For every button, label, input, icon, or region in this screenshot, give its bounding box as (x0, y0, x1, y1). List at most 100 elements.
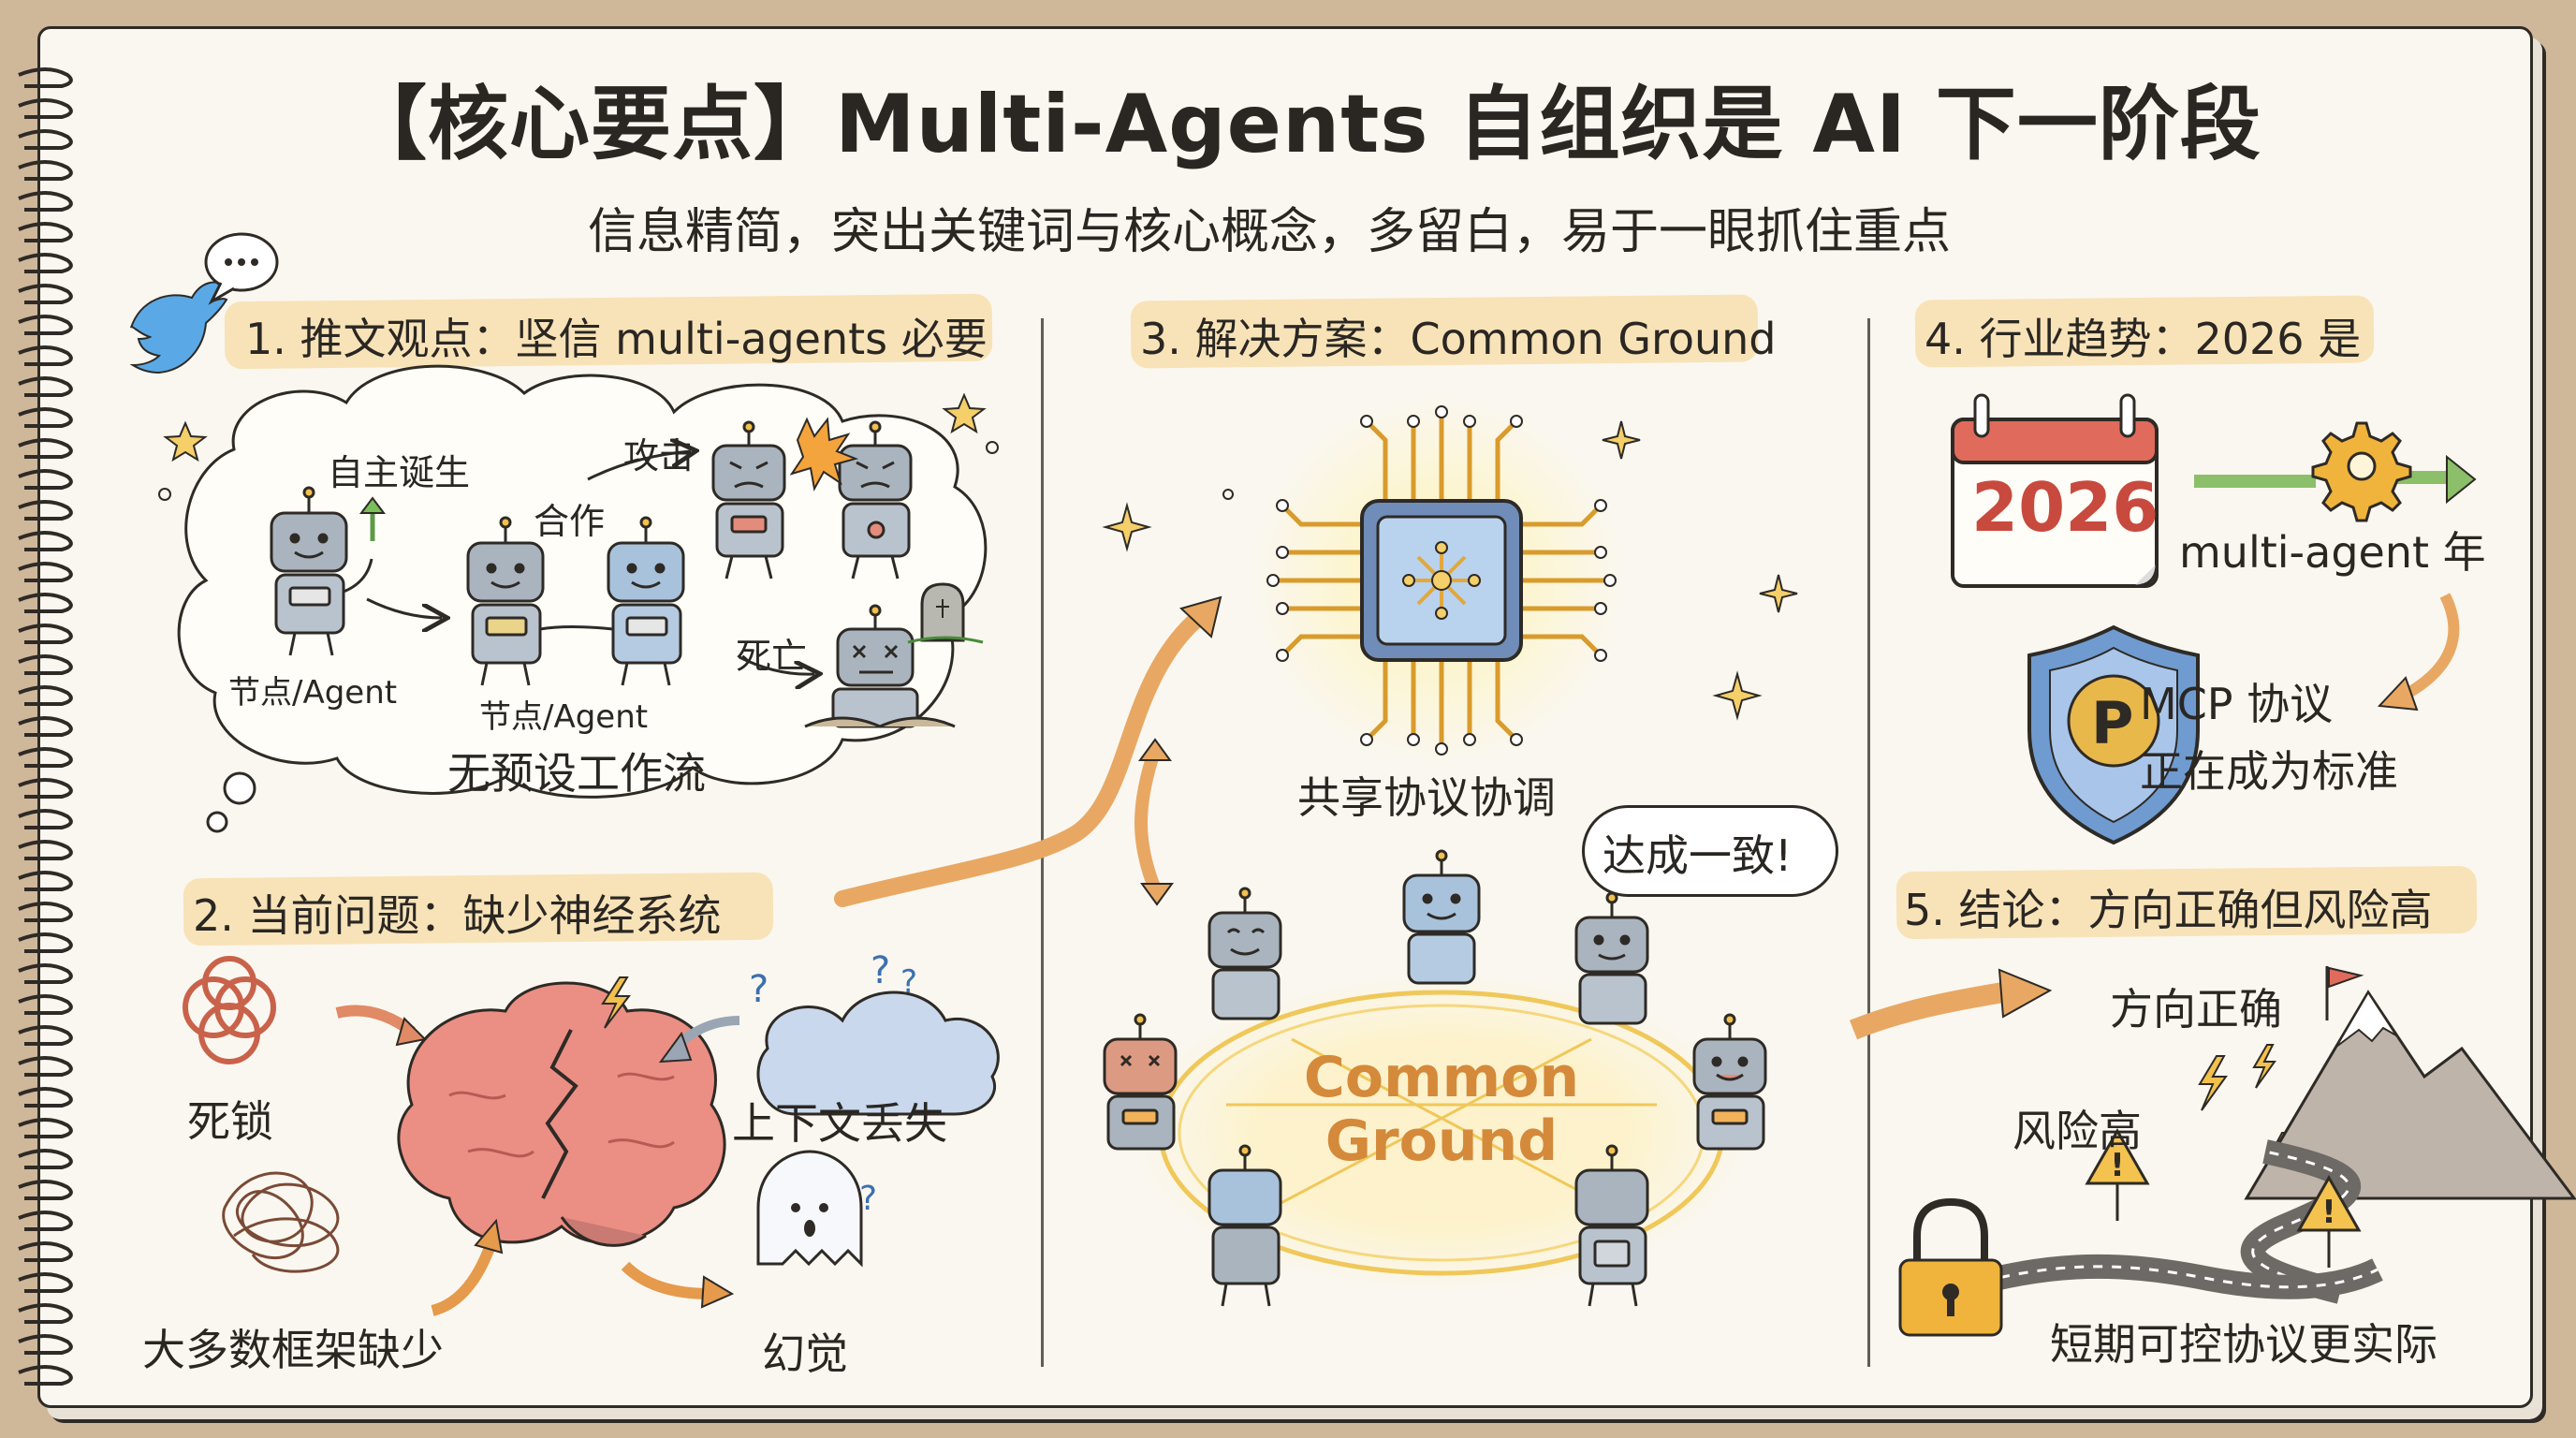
binding-ring (18, 1025, 73, 1046)
binding-ring (18, 1087, 73, 1108)
knot-icon (183, 956, 276, 1064)
binding-ring (18, 160, 73, 181)
binding-ring (18, 222, 73, 242)
binding-ring (18, 345, 73, 366)
label-short-term-protocol: 短期可控协议更实际 (2050, 1319, 2437, 1370)
section-1-heading: 1. 推文观点：坚信 multi-agents 必要 (245, 314, 988, 364)
column-divider-right (1867, 318, 1870, 1367)
binding-ring (18, 1303, 73, 1324)
binding-ring (18, 809, 73, 829)
robot-icon (1103, 849, 1767, 1307)
binding-ring (18, 778, 73, 799)
binding-ring (18, 747, 73, 768)
spiral-binding (18, 67, 73, 1386)
binding-ring (18, 1056, 73, 1077)
consensus-bubble (1582, 805, 1838, 897)
binding-ring (18, 531, 73, 551)
label-no-preset-workflow: 无预设工作流 (447, 748, 706, 799)
robot-icon (270, 420, 956, 728)
label-hallucination: 幻觉 (762, 1328, 848, 1379)
binding-ring (18, 994, 73, 1015)
binding-ring (18, 1241, 73, 1262)
binding-ring (18, 963, 73, 984)
binding-ring (18, 98, 73, 119)
ghost-icon (756, 1150, 863, 1268)
label-mcp-protocol: MCP 协议 (2140, 679, 2334, 729)
label-ground: Ground (1325, 1108, 1559, 1174)
binding-ring (18, 376, 73, 397)
mountain-icon (1924, 990, 2576, 1310)
binding-ring (18, 191, 73, 212)
shield-letter: P (2091, 689, 2134, 757)
page-title: 【核心要点】Multi-Agents 自组织是 AI 下一阶段 (346, 78, 2261, 171)
binding-ring (18, 1180, 73, 1200)
binding-ring (18, 67, 73, 88)
binding-ring (18, 716, 73, 737)
label-cooperate: 合作 (534, 501, 606, 542)
svg-text:!: ! (2321, 1194, 2336, 1231)
binding-ring (18, 685, 73, 706)
binding-ring (18, 253, 73, 273)
gravestone-icon (907, 582, 984, 644)
binding-ring (18, 1272, 73, 1293)
binding-ring (18, 284, 73, 304)
explosion-icon (789, 417, 859, 492)
shield-icon (2027, 624, 2200, 845)
lock-icon (1898, 1197, 2003, 1337)
chat-bubble-icon (204, 232, 279, 305)
label-common: Common (1303, 1045, 1580, 1110)
label-becoming-standard: 正在成为标准 (2140, 746, 2398, 797)
gear-icon (2311, 421, 2412, 522)
calendar-year: 2026 (1971, 468, 2159, 547)
label-multi-agent-year: multi-agent 年 (2179, 527, 2486, 578)
label-attack: 攻击 (623, 435, 695, 477)
binding-ring (18, 654, 73, 675)
cloud-icon (756, 990, 1000, 1116)
calendar-icon (1951, 393, 2159, 588)
section-5-heading: 5. 结论：方向正确但风险高 (1904, 885, 2433, 935)
page-subtitle: 信息精简，突出关键词与核心概念，多留白，易于一眼抓住重点 (588, 204, 1952, 260)
label-right-direction: 方向正确 (2110, 984, 2282, 1034)
svg-text:?: ? (859, 1180, 877, 1218)
binding-ring (18, 407, 73, 428)
label-node-agent-2: 节点/Agent (479, 698, 649, 736)
brain-icon (397, 981, 726, 1247)
sparkle-icon (163, 392, 1798, 721)
section-4-heading: 4. 行业趋势：2026 是 (1925, 314, 2362, 364)
label-deadlock: 死锁 (187, 1096, 273, 1147)
binding-ring (18, 1334, 73, 1355)
flag-icon (2325, 966, 2364, 1020)
section-2-heading: 2. 当前问题：缺少神经系统 (193, 890, 722, 941)
binding-ring (18, 315, 73, 335)
binding-ring (18, 129, 73, 150)
label-context-loss: 上下文丢失 (732, 1098, 947, 1149)
binding-ring (18, 624, 73, 644)
label-consensus: 达成一致! (1603, 830, 1793, 881)
binding-ring (18, 1118, 73, 1138)
binding-ring (18, 871, 73, 891)
binding-ring (18, 902, 73, 922)
label-node-agent-1: 节点/Agent (228, 674, 398, 712)
svg-text:?: ? (871, 949, 890, 992)
binding-ring (18, 593, 73, 613)
label-shared-protocol: 共享协议协调 (1297, 772, 1556, 823)
binding-ring (18, 1211, 73, 1231)
label-high-risk: 风险高 (2012, 1106, 2142, 1156)
label-self-born: 自主诞生 (328, 452, 471, 493)
svg-text:?: ? (749, 968, 768, 1011)
binding-ring (18, 840, 73, 860)
warning-icon: ! ! (2085, 1127, 2362, 1268)
binding-ring (18, 1365, 73, 1386)
binding-ring (18, 500, 73, 521)
section-3-heading: 3. 解决方案：Common Ground (1140, 314, 1777, 364)
tangle-icon (222, 1171, 340, 1273)
binding-ring (18, 469, 73, 490)
binding-ring (18, 1149, 73, 1169)
binding-ring (18, 932, 73, 953)
twitter-bird-icon (129, 281, 228, 374)
svg-text:!: ! (2110, 1147, 2125, 1184)
binding-ring (18, 438, 73, 459)
label-death: 死亡 (736, 636, 808, 677)
label-most-frameworks-lack: 大多数框架缺少 (142, 1325, 444, 1375)
